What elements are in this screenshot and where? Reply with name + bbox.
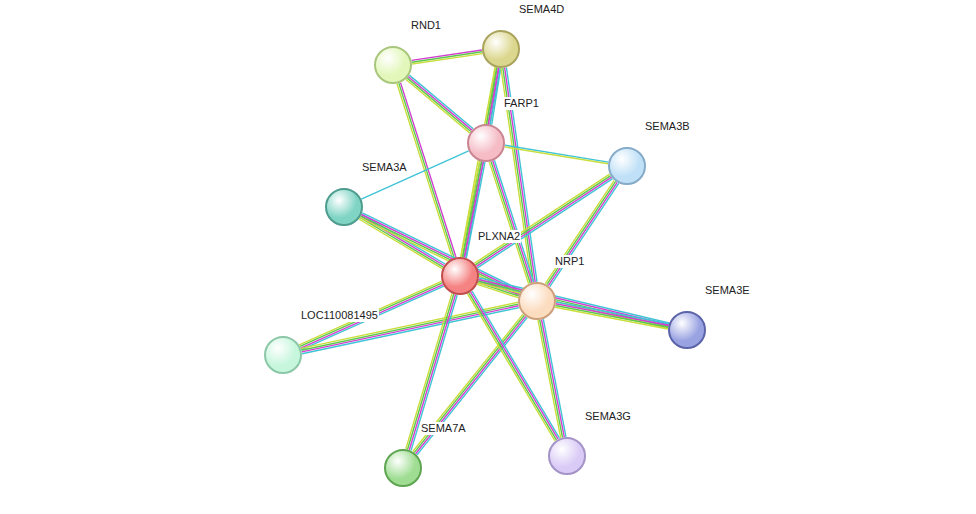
protein-node: SEMA3B [608,147,646,185]
protein-node: NRP1 [518,282,556,320]
evidence-line [542,320,565,438]
node-label: SEMA4D [518,3,565,16]
evidence-line [406,79,470,133]
node-circle [467,124,505,162]
evidence-line [491,161,530,283]
protein-node: RND1 [374,46,412,84]
evidence-line [545,180,614,283]
interaction-edge [545,180,618,286]
evidence-line [494,160,533,282]
node-label: SEMA7A [420,422,467,435]
evidence-line [401,83,457,258]
evidence-line [408,77,472,131]
node-circle [608,147,646,185]
evidence-line [555,307,668,329]
evidence-line [417,318,527,455]
evidence-line [493,161,532,283]
evidence-line [479,280,669,325]
evidence-line [478,283,668,328]
node-label: SEMA3A [361,161,408,174]
interaction-edge [505,145,609,164]
interaction-edge [359,214,445,268]
evidence-line [479,278,669,323]
evidence-line [361,216,444,266]
node-label: NRP1 [554,255,585,268]
node-label: PLXNA2 [477,230,521,243]
protein-node: SEMA3A [325,188,363,226]
evidence-line [556,306,669,328]
protein-node: SEMA7A [384,449,422,487]
protein-node: PLXNA2 [441,257,479,295]
evidence-line [540,320,563,438]
node-label: SEMA3G [584,410,632,423]
protein-node: SEMA3G [548,437,586,475]
evidence-line [556,302,669,324]
node-circle [518,282,556,320]
evidence-line [409,75,473,129]
node-circle [264,336,302,374]
interaction-edge [360,213,521,295]
protein-node: SEMA4D [482,30,520,68]
evidence-line [414,315,524,452]
evidence-line [538,320,561,438]
evidence-line [412,54,482,64]
node-circle [441,257,479,295]
evidence-line [466,162,485,258]
interaction-edge [406,75,473,133]
node-label: RND1 [410,19,442,32]
evidence-line [416,316,526,453]
interaction-edge [461,161,485,258]
interaction-edge [555,302,669,329]
interaction-edge [412,50,483,64]
evidence-line [359,219,442,269]
evidence-line [360,218,443,268]
node-circle [482,30,520,68]
evidence-line [505,147,608,164]
node-label: FARP1 [503,97,540,110]
evidence-line [543,319,566,437]
evidence-line [489,162,528,284]
evidence-line [556,304,669,326]
evidence-line [361,151,468,199]
evidence-line [412,52,482,62]
node-circle [384,449,422,487]
protein-node: LOC110081495 [264,336,302,374]
protein-node: SEMA3E [668,311,706,349]
evidence-line [550,183,619,286]
evidence-line [413,314,523,451]
evidence-line [407,78,471,132]
interaction-edge [538,319,566,438]
evidence-line [301,302,518,348]
node-label: LOC110081495 [300,309,379,322]
evidence-line [465,162,484,258]
node-circle [374,46,412,84]
interaction-edge [478,278,669,328]
evidence-line [548,182,617,285]
node-circle [668,311,706,349]
interaction-edge [361,151,468,199]
node-circle [325,188,363,226]
interaction-edge [301,302,519,353]
interaction-edge [489,160,533,283]
interaction-edge [413,314,527,455]
node-label: SEMA3E [704,284,751,297]
evidence-line [478,281,668,326]
protein-node: FARP1 [467,124,505,162]
node-circle [548,437,586,475]
evidence-line [505,145,609,162]
node-label: SEMA3B [644,120,691,133]
evidence-line [547,181,616,284]
